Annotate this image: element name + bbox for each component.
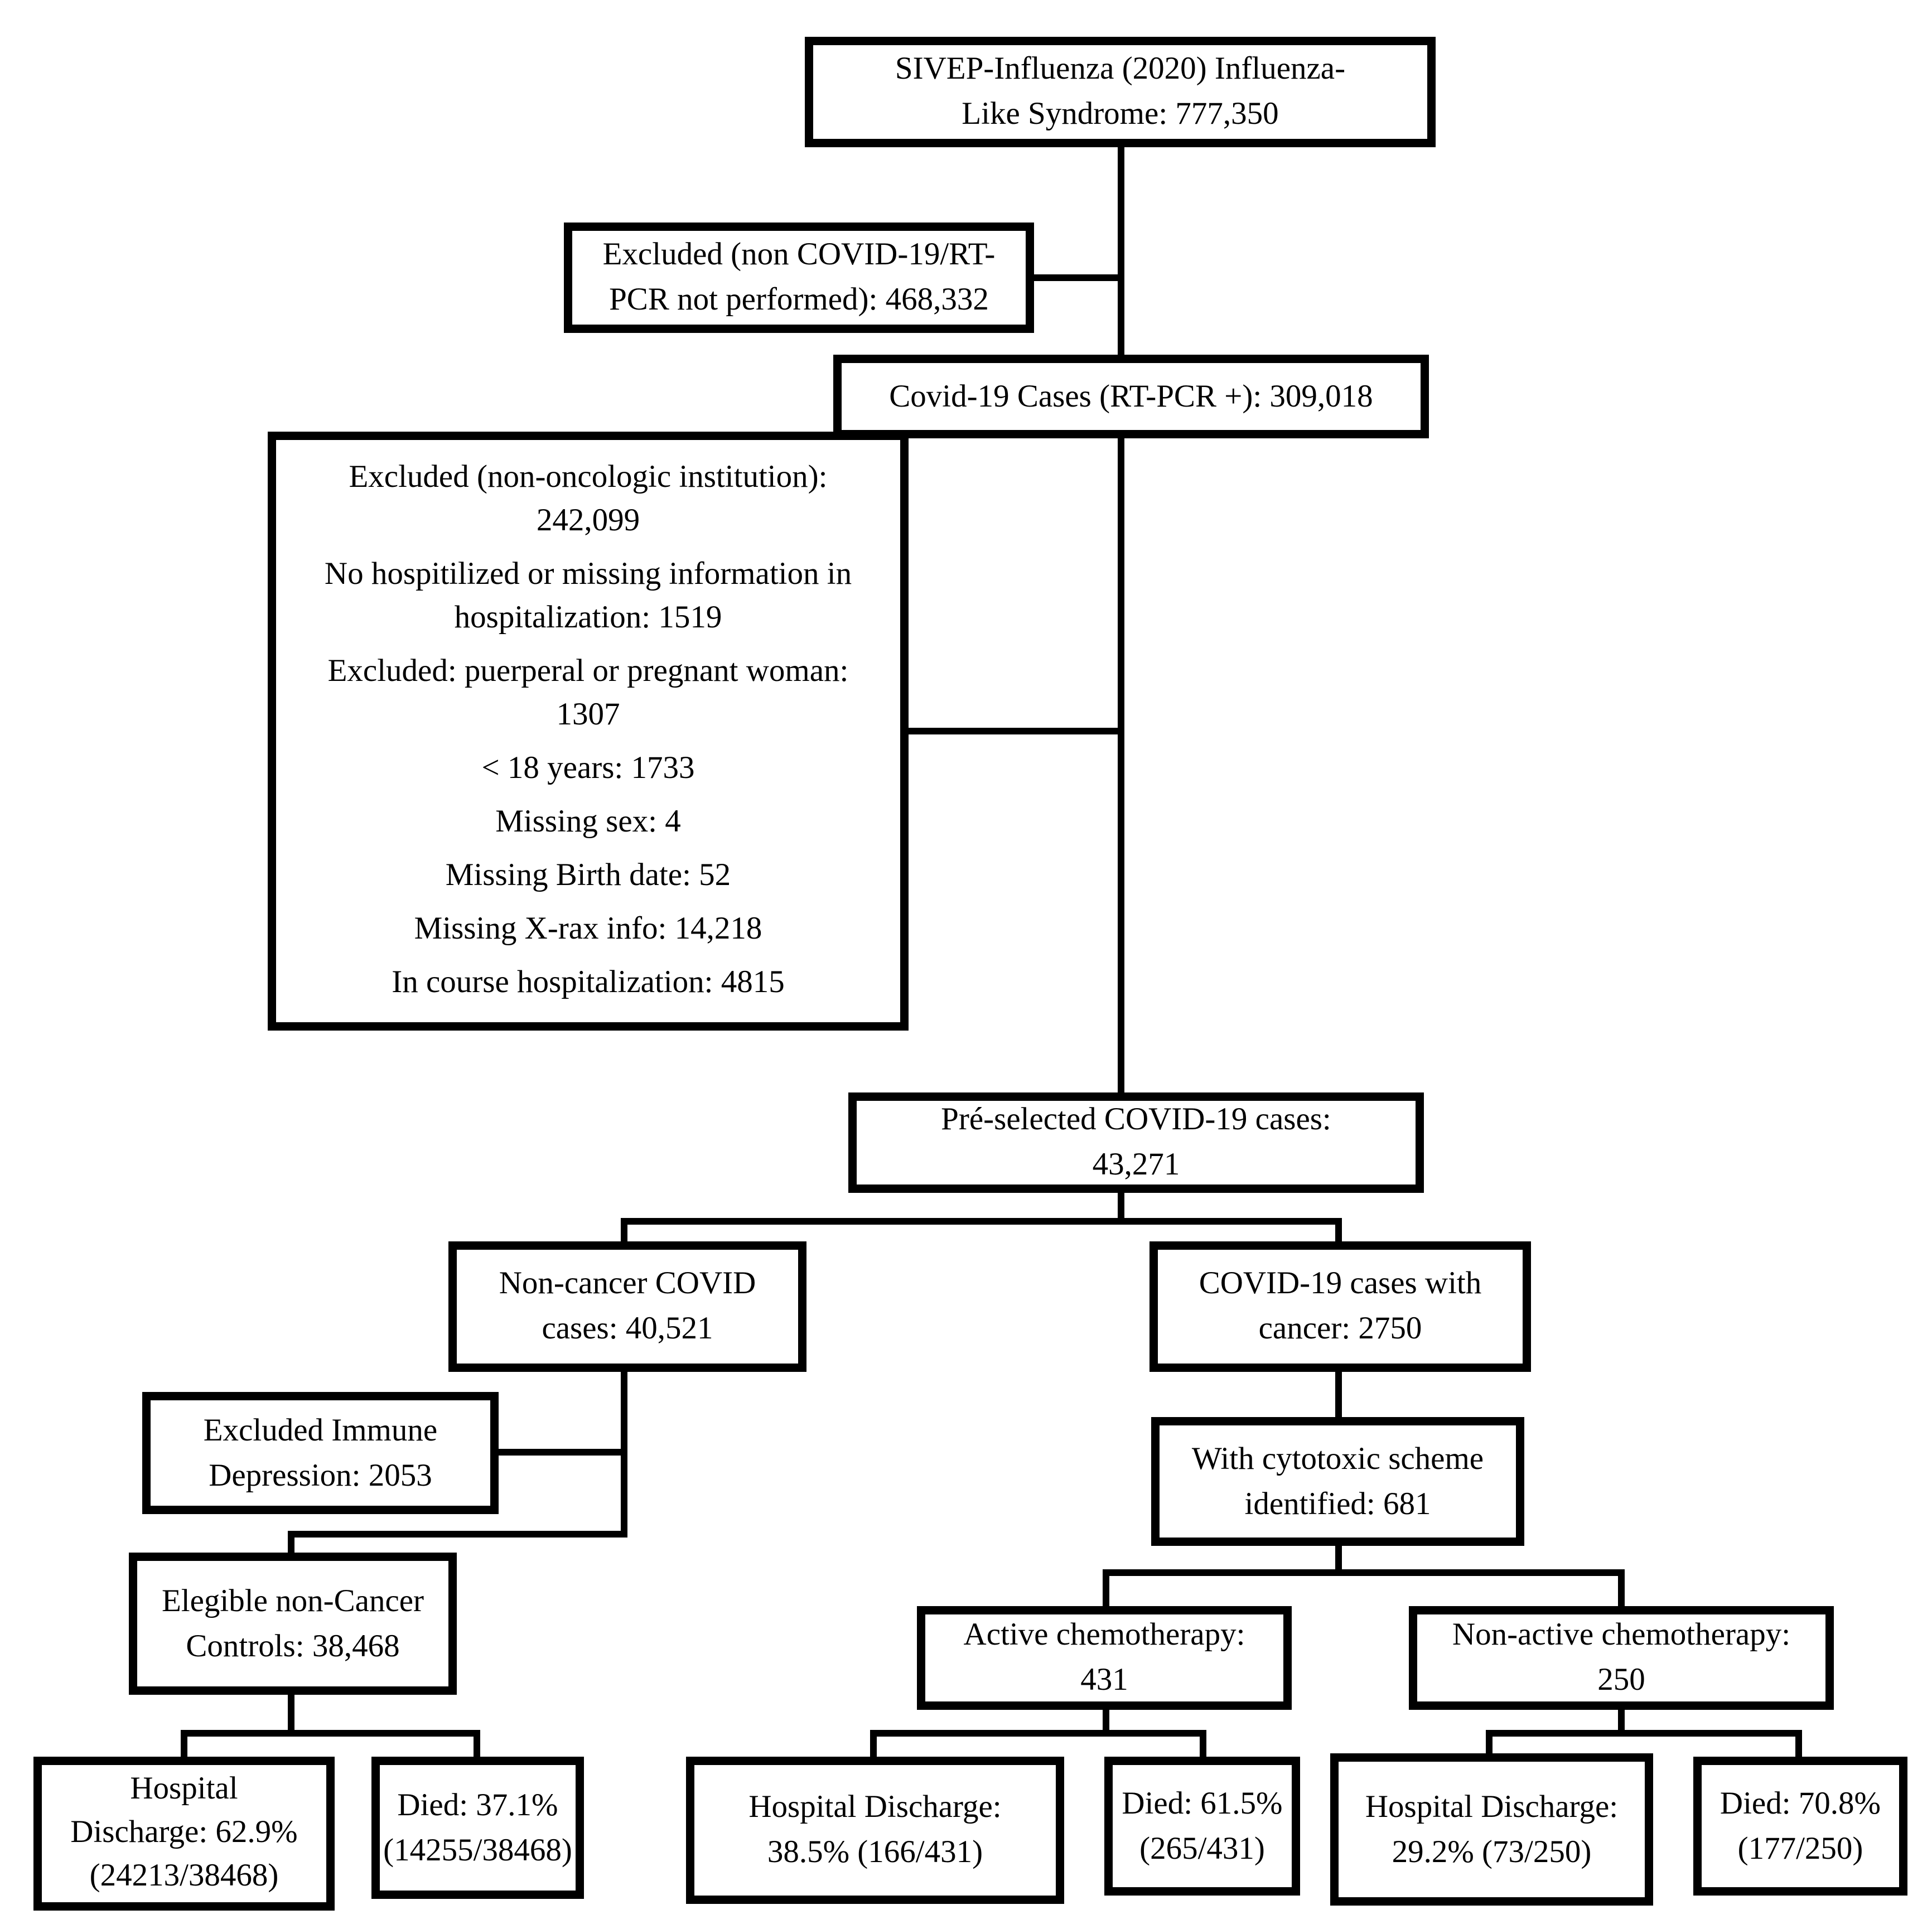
node-covid-cases: Covid-19 Cases (RT-PCR +): 309,018 (833, 355, 1429, 438)
node-text-line: Discharge: 62.9% (70, 1815, 298, 1850)
node-text-line: cases: 40,521 (542, 1312, 713, 1347)
node-text-line: Died: 37.1% (397, 1787, 558, 1823)
node-text-line: Active chemotherapy: (963, 1618, 1245, 1653)
node-non-cancer-cases: Non-cancer COVID cases: 40,521 (448, 1241, 806, 1372)
edge-stub-died-controls (474, 1730, 480, 1757)
node-elegible-controls: Elegible non-Cancer Controls: 38,468 (129, 1553, 457, 1695)
node-text-line: Died: 61.5% (1122, 1786, 1283, 1821)
exclusion-entry: Missing X-rax info: 14,218 (414, 908, 762, 952)
edge-preselected-stem (1118, 1193, 1124, 1225)
node-died-controls: Died: 37.1% (14255/38468) (371, 1757, 584, 1899)
edge-split-active-bar (870, 1730, 1206, 1737)
edge-stub-died-active (1200, 1730, 1206, 1757)
node-discharge-non-active-chemo: Hospital Discharge: 29.2% (73/250) (1330, 1753, 1653, 1906)
node-text-line: Non-cancer COVID (499, 1266, 756, 1302)
edge-excluded-immune-branch (499, 1449, 621, 1456)
node-text-line: 250 (1597, 1663, 1645, 1698)
node-exclusion-criteria: Excluded (non-oncologic institution): 24… (268, 432, 909, 1031)
node-text-line: Elegible non-Cancer (161, 1583, 424, 1619)
node-text-line: 43,271 (1092, 1148, 1180, 1183)
node-text-line: Excluded (non-oncologic institution): (349, 460, 828, 495)
edge-stub-cancer (1335, 1218, 1342, 1241)
edge-stub-hd-active (870, 1730, 877, 1757)
edge-split-controls-bar (181, 1730, 480, 1737)
node-text-line: PCR not performed): 468,332 (609, 283, 989, 318)
exclusion-entry: No hospitilized or missing information i… (325, 554, 852, 641)
node-text-line: 431 (1080, 1663, 1128, 1698)
edge-stub-elegible (288, 1531, 294, 1553)
node-text-line: Hospital Discharge: (748, 1790, 1002, 1825)
node-text-line: cancer: 2750 (1258, 1312, 1422, 1347)
node-text-line: hospitalization: 1519 (454, 601, 722, 636)
edge-non-cancer-stem (621, 1372, 627, 1538)
node-text-line: COVID-19 cases with (1199, 1266, 1482, 1302)
node-text-line: 29.2% (73/250) (1392, 1834, 1592, 1870)
node-text-line: (14255/38468) (383, 1833, 572, 1868)
edge-stub-non-active-chemo (1618, 1569, 1625, 1606)
edge-elegible-elbow (288, 1531, 627, 1538)
node-text-line: Hospital (130, 1772, 238, 1807)
node-active-chemotherapy: Active chemotherapy: 431 (917, 1606, 1292, 1710)
exclusion-entry: Excluded (non-oncologic institution): 24… (349, 457, 827, 544)
edge-cytotoxic-stem (1335, 1546, 1342, 1576)
node-excluded-rtpcr: Excluded (non COVID-19/RT- PCR not perfo… (564, 223, 1034, 333)
node-text-line: (265/431) (1139, 1831, 1265, 1867)
node-cancer-cases: COVID-19 cases with cancer: 2750 (1149, 1241, 1531, 1372)
exclusion-entry: Missing Birth date: 52 (446, 855, 731, 898)
edge-stub-non-cancer (621, 1218, 627, 1241)
node-text-line: SIVEP-Influenza (2020) Influenza- (895, 52, 1346, 87)
node-text-line: identified: 681 (1244, 1486, 1431, 1522)
exclusion-entry: < 18 years: 1733 (481, 748, 694, 791)
node-text-line: Controls: 38,468 (186, 1628, 400, 1664)
node-discharge-active-chemo: Hospital Discharge: 38.5% (166/431) (686, 1757, 1064, 1904)
edge-excluded-rtpcr-branch (1032, 274, 1118, 281)
node-text-line: Covid-19 Cases (RT-PCR +): 309,018 (889, 379, 1373, 414)
node-text-line: 242,099 (536, 504, 640, 539)
node-discharge-controls: Hospital Discharge: 62.9% (24213/38468) (33, 1757, 335, 1911)
edge-stub-active-chemo (1103, 1569, 1109, 1606)
edge-split-preselected-bar (621, 1218, 1342, 1225)
node-non-active-chemotherapy: Non-active chemotherapy: 250 (1409, 1606, 1834, 1710)
node-text-line: Hospital Discharge: (1365, 1789, 1619, 1825)
node-text-line: Like Syndrome: 777,350 (962, 97, 1279, 132)
edge-stub-hd-controls (181, 1730, 187, 1757)
exclusion-entry: Missing sex: 4 (495, 801, 681, 845)
edge-covid-cases-to-preselected (1118, 438, 1124, 1092)
node-text-line: In course hospitalization: 4815 (392, 965, 785, 1000)
edge-cancer-to-cytotoxic (1335, 1372, 1342, 1417)
edge-stub-died-non-active (1795, 1730, 1802, 1757)
exclusion-entry: In course hospitalization: 4815 (392, 962, 784, 1005)
node-text-line: Missing Birth date: 52 (445, 858, 731, 893)
node-text-line: Non-active chemotherapy: (1452, 1618, 1791, 1653)
node-died-non-active-chemo: Died: 70.8% (177/250) (1693, 1757, 1907, 1896)
node-excluded-immune-depression: Excluded Immune Depression: 2053 (142, 1392, 499, 1514)
edge-split-cytotoxic-bar (1103, 1569, 1625, 1576)
node-died-active-chemo: Died: 61.5% (265/431) (1104, 1757, 1300, 1896)
node-text-line: Depression: 2053 (209, 1458, 432, 1493)
node-sivep-source: SIVEP-Influenza (2020) Influenza- Like S… (805, 37, 1436, 147)
edge-exclusions-branch (909, 728, 1118, 734)
node-text-line: Excluded Immune (203, 1413, 438, 1448)
node-text-line: With cytotoxic scheme (1191, 1441, 1484, 1477)
edge-stub-hd-non-active (1486, 1730, 1493, 1753)
node-text-line: (24213/38468) (89, 1859, 279, 1894)
edge-elegible-stem (288, 1695, 294, 1737)
exclusion-entry: Excluded: puerperal or pregnant woman: 1… (328, 651, 849, 738)
node-text-line: No hospitilized or missing information i… (324, 557, 852, 592)
node-cytotoxic-scheme: With cytotoxic scheme identified: 681 (1151, 1417, 1524, 1546)
node-text-line: (177/250) (1737, 1831, 1863, 1867)
node-text-line: Missing X-rax info: 14,218 (414, 912, 762, 947)
edge-split-non-active-bar (1486, 1730, 1802, 1737)
node-text-line: Pré-selected COVID-19 cases: (941, 1103, 1331, 1138)
node-preselected-cases: Pré-selected COVID-19 cases: 43,271 (848, 1092, 1424, 1193)
edge-sivep-to-covid-cases (1118, 146, 1124, 355)
node-text-line: 1307 (556, 698, 620, 733)
node-text-line: < 18 years: 1733 (481, 751, 695, 786)
node-text-line: Excluded: puerperal or pregnant woman: (327, 654, 849, 689)
node-text-line: Excluded (non COVID-19/RT- (602, 238, 996, 273)
node-text-line: 38.5% (166/431) (767, 1835, 983, 1870)
node-text-line: Died: 70.8% (1720, 1786, 1881, 1821)
node-text-line: Missing sex: 4 (495, 805, 681, 840)
